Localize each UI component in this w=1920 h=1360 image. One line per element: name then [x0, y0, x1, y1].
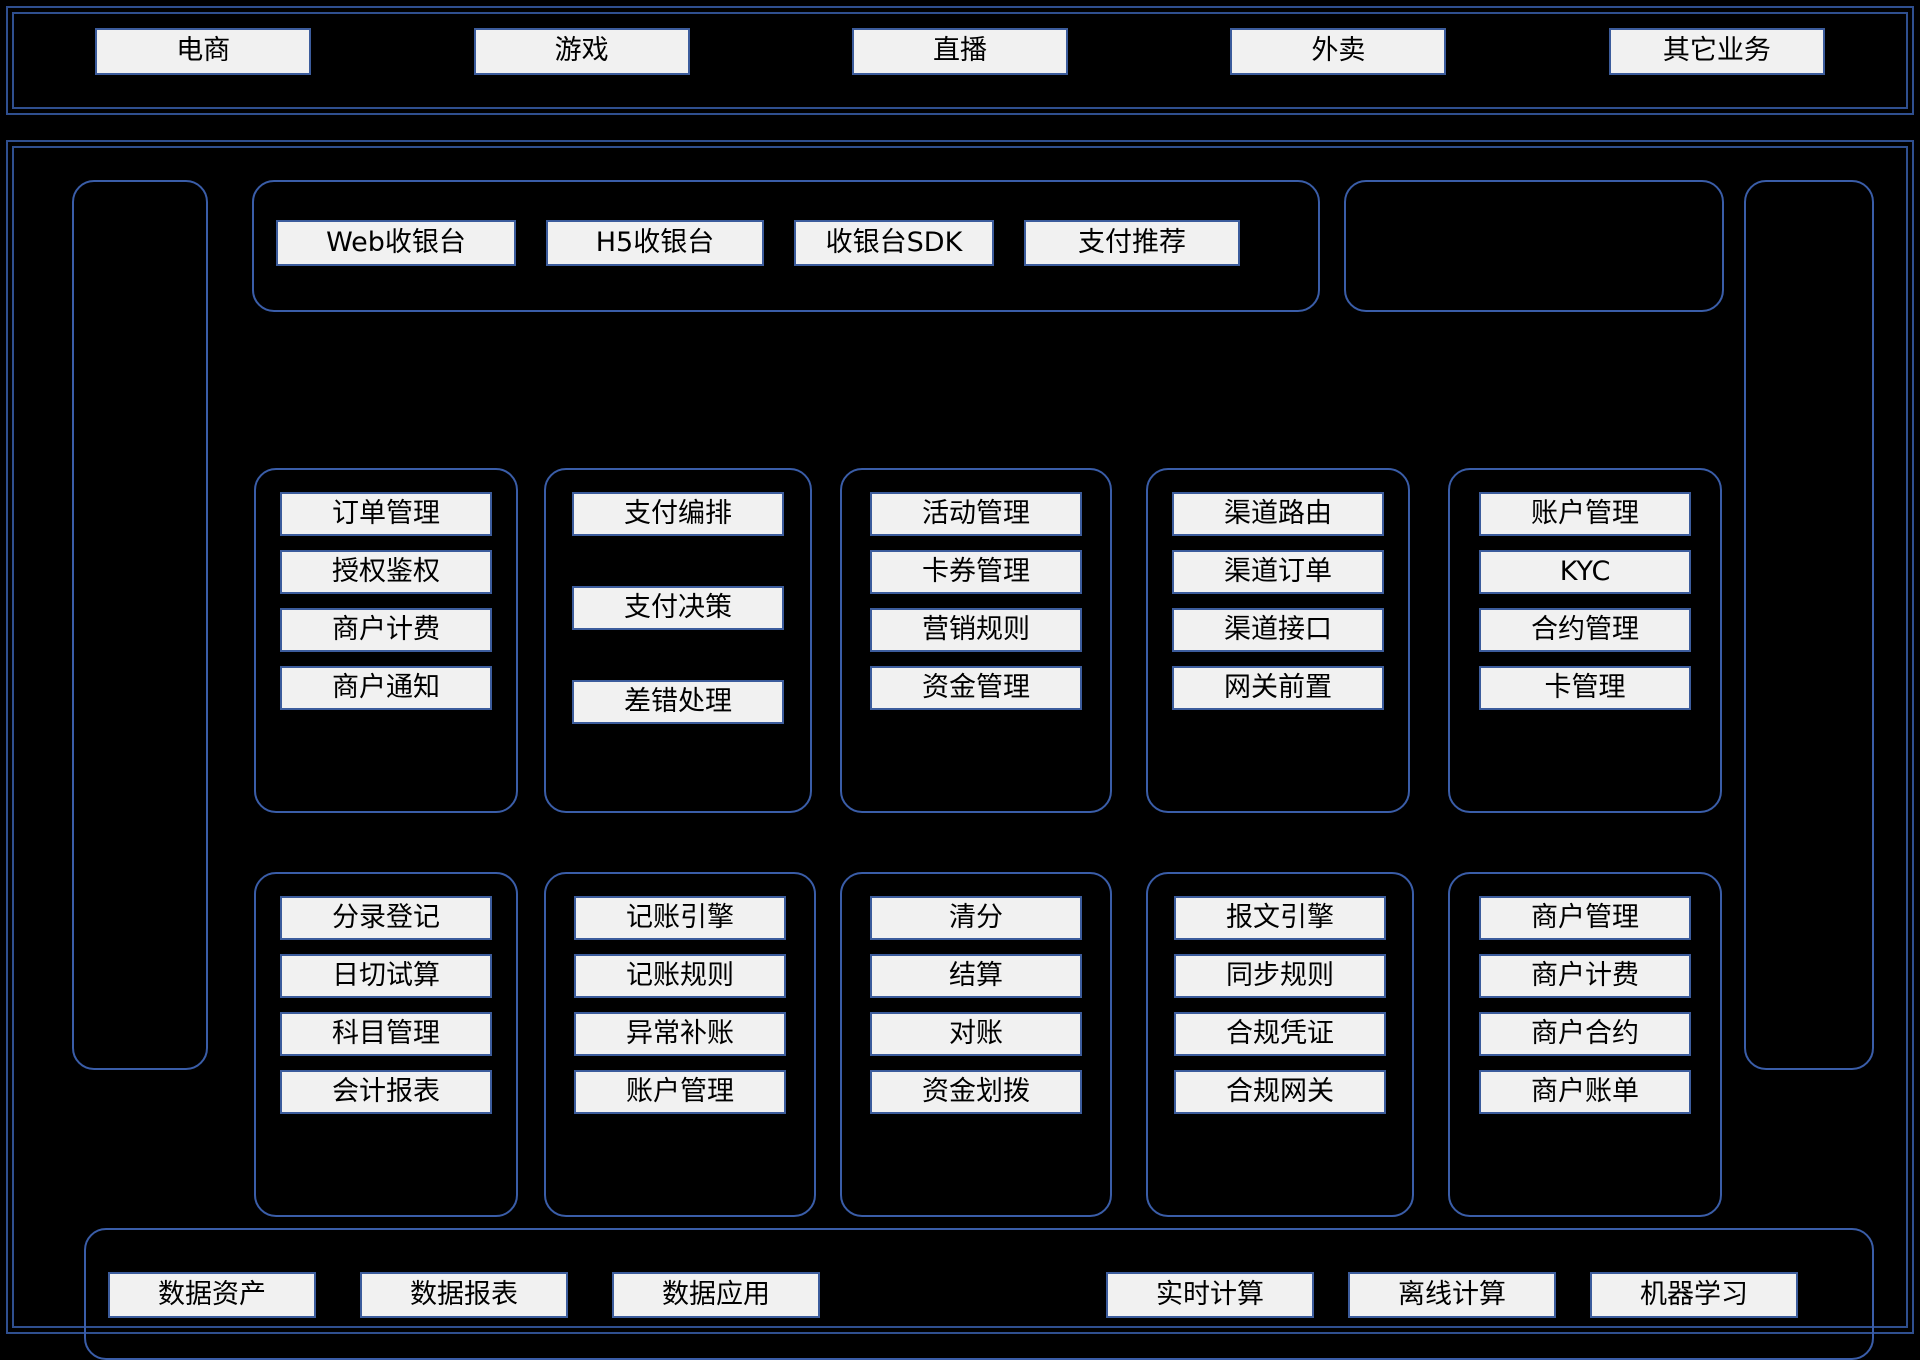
- data-platform-row: 数据资产 数据报表 数据应用 实时计算 离线计算 机器学习: [86, 1272, 1872, 1318]
- module-exception-adjustment[interactable]: 异常补账: [574, 1012, 786, 1056]
- module-channel-routing[interactable]: 渠道路由: [1172, 492, 1384, 536]
- module-payment-decision[interactable]: 支付决策: [572, 586, 784, 630]
- account-group-items: 账户管理 KYC 合约管理 卡管理: [1450, 492, 1720, 710]
- module-reconciliation[interactable]: 对账: [870, 1012, 1082, 1056]
- gateway-band: [1344, 180, 1724, 312]
- business-layer-inner-border: 电商 游戏 直播 外卖 其它业务: [12, 12, 1908, 109]
- module-compliance-voucher[interactable]: 合规凭证: [1174, 1012, 1386, 1056]
- compliance-group: 报文引擎 同步规则 合规凭证 合规网关: [1146, 872, 1414, 1217]
- module-merchant-contract[interactable]: 商户合约: [1479, 1012, 1691, 1056]
- order-group: 订单管理 授权鉴权 商户计费 商户通知: [254, 468, 518, 813]
- compute-group: 实时计算 离线计算 机器学习: [1106, 1272, 1798, 1318]
- module-contract-management[interactable]: 合约管理: [1479, 608, 1691, 652]
- module-payment-orchestration[interactable]: 支付编排: [572, 492, 784, 536]
- checkout-item-payment-recommendation[interactable]: 支付推荐: [1024, 220, 1240, 266]
- data-item-offline-compute[interactable]: 离线计算: [1348, 1272, 1556, 1318]
- module-error-handling[interactable]: 差错处理: [572, 680, 784, 724]
- module-channel-interface[interactable]: 渠道接口: [1172, 608, 1384, 652]
- module-kyc[interactable]: KYC: [1479, 550, 1691, 594]
- module-account-management[interactable]: 账户管理: [1479, 492, 1691, 536]
- left-rail-panel: [72, 180, 208, 1070]
- module-fund-transfer[interactable]: 资金划拨: [870, 1070, 1082, 1114]
- data-item-machine-learning[interactable]: 机器学习: [1590, 1272, 1798, 1318]
- business-item-other[interactable]: 其它业务: [1608, 27, 1825, 75]
- payment-orchestration-group: 支付编排 支付决策 差错处理: [544, 468, 812, 813]
- compliance-group-items: 报文引擎 同步规则 合规凭证 合规网关: [1148, 896, 1412, 1114]
- module-campaign-management[interactable]: 活动管理: [870, 492, 1082, 536]
- checkout-item-web[interactable]: Web收银台: [276, 220, 516, 266]
- module-coupon-management[interactable]: 卡券管理: [870, 550, 1082, 594]
- checkout-item-h5[interactable]: H5收银台: [546, 220, 764, 266]
- business-item-takeout[interactable]: 外卖: [1230, 27, 1447, 75]
- marketing-group-items: 活动管理 卡券管理 营销规则 资金管理: [842, 492, 1110, 710]
- accounting-entry-group: 分录登记 日切试算 科目管理 会计报表: [254, 872, 518, 1217]
- business-slot: 游戏: [392, 27, 770, 75]
- module-clearing[interactable]: 清分: [870, 896, 1082, 940]
- channel-group: 渠道路由 渠道订单 渠道接口 网关前置: [1146, 468, 1410, 813]
- module-order-management[interactable]: 订单管理: [280, 492, 492, 536]
- module-gateway-frontend[interactable]: 网关前置: [1172, 666, 1384, 710]
- business-slot: 电商: [14, 27, 392, 75]
- business-item-livestream[interactable]: 直播: [852, 27, 1069, 75]
- clearing-group: 清分 结算 对账 资金划拨: [840, 872, 1112, 1217]
- bookkeeping-group: 记账引擎 记账规则 异常补账 账户管理: [544, 872, 816, 1217]
- business-slot: 其它业务: [1528, 27, 1906, 75]
- platform-inner-border: Web收银台 H5收银台 收银台SDK 支付推荐 订单管理 授权鉴权 商户计费 …: [12, 146, 1908, 1360]
- business-slot: 直播: [771, 27, 1149, 75]
- module-sync-rules[interactable]: 同步规则: [1174, 954, 1386, 998]
- module-merchant-bill[interactable]: 商户账单: [1479, 1070, 1691, 1114]
- business-item-ecommerce[interactable]: 电商: [95, 27, 312, 75]
- module-merchant-billing[interactable]: 商户计费: [280, 608, 492, 652]
- data-platform-band: 数据资产 数据报表 数据应用 实时计算 离线计算 机器学习: [84, 1228, 1874, 1360]
- checkout-items-row: Web收银台 H5收银台 收银台SDK 支付推荐: [276, 220, 1240, 266]
- module-subject-management[interactable]: 科目管理: [280, 1012, 492, 1056]
- module-accounting-report[interactable]: 会计报表: [280, 1070, 492, 1114]
- bookkeeping-group-items: 记账引擎 记账规则 异常补账 账户管理: [546, 896, 814, 1114]
- data-item-applications[interactable]: 数据应用: [612, 1272, 820, 1318]
- channel-group-items: 渠道路由 渠道订单 渠道接口 网关前置: [1148, 492, 1408, 710]
- account-group: 账户管理 KYC 合约管理 卡管理: [1448, 468, 1722, 813]
- business-slot: 外卖: [1149, 27, 1527, 75]
- right-rail-panel: [1744, 180, 1874, 1070]
- order-group-items: 订单管理 授权鉴权 商户计费 商户通知: [256, 492, 516, 710]
- data-assets-group: 数据资产 数据报表 数据应用: [108, 1272, 820, 1318]
- business-layer-row: 电商 游戏 直播 外卖 其它业务: [14, 27, 1906, 75]
- module-settlement[interactable]: 结算: [870, 954, 1082, 998]
- module-bookkeeping-engine[interactable]: 记账引擎: [574, 896, 786, 940]
- module-daily-cutoff-trial[interactable]: 日切试算: [280, 954, 492, 998]
- clearing-group-items: 清分 结算 对账 资金划拨: [842, 896, 1110, 1114]
- module-fund-management[interactable]: 资金管理: [870, 666, 1082, 710]
- module-merchant-management[interactable]: 商户管理: [1479, 896, 1691, 940]
- accounting-entry-group-items: 分录登记 日切试算 科目管理 会计报表: [256, 896, 516, 1114]
- data-item-realtime-compute[interactable]: 实时计算: [1106, 1272, 1314, 1318]
- data-item-assets[interactable]: 数据资产: [108, 1272, 316, 1318]
- business-item-games[interactable]: 游戏: [473, 27, 690, 75]
- module-merchant-notification[interactable]: 商户通知: [280, 666, 492, 710]
- module-card-management[interactable]: 卡管理: [1479, 666, 1691, 710]
- checkout-item-sdk[interactable]: 收银台SDK: [794, 220, 994, 266]
- module-compliance-gateway[interactable]: 合规网关: [1174, 1070, 1386, 1114]
- payment-orchestration-group-items: 支付编排 支付决策 差错处理: [546, 492, 810, 724]
- business-layer: 电商 游戏 直播 外卖 其它业务: [6, 6, 1914, 115]
- module-marketing-rules[interactable]: 营销规则: [870, 608, 1082, 652]
- data-item-reports[interactable]: 数据报表: [360, 1272, 568, 1318]
- merchant-group-items: 商户管理 商户计费 商户合约 商户账单: [1450, 896, 1720, 1114]
- payment-platform-layer: Web收银台 H5收银台 收银台SDK 支付推荐 订单管理 授权鉴权 商户计费 …: [6, 140, 1914, 1360]
- module-bookkeeping-rules[interactable]: 记账规则: [574, 954, 786, 998]
- module-channel-order[interactable]: 渠道订单: [1172, 550, 1384, 594]
- marketing-group: 活动管理 卡券管理 营销规则 资金管理: [840, 468, 1112, 813]
- module-merchant-fee[interactable]: 商户计费: [1479, 954, 1691, 998]
- module-journal-entry[interactable]: 分录登记: [280, 896, 492, 940]
- module-ledger-account-management[interactable]: 账户管理: [574, 1070, 786, 1114]
- checkout-band: Web收银台 H5收银台 收银台SDK 支付推荐: [252, 180, 1320, 312]
- merchant-group: 商户管理 商户计费 商户合约 商户账单: [1448, 872, 1722, 1217]
- module-authorization[interactable]: 授权鉴权: [280, 550, 492, 594]
- module-message-engine[interactable]: 报文引擎: [1174, 896, 1386, 940]
